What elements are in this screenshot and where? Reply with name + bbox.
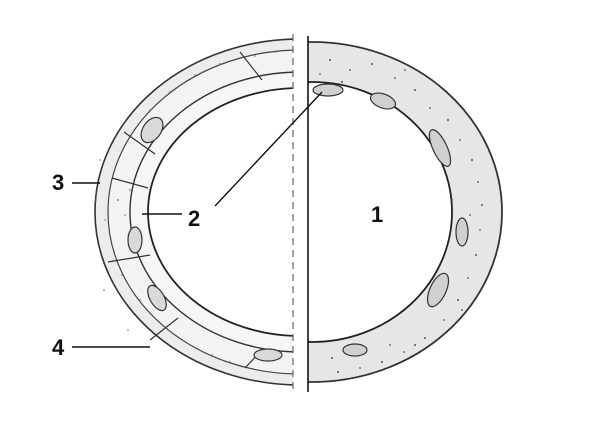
label-nucleus: 2	[188, 206, 200, 231]
label-lumen: 1	[371, 202, 383, 227]
center-divider	[293, 34, 308, 392]
nucleus	[254, 349, 282, 361]
nucleus	[456, 218, 468, 246]
nucleus	[313, 84, 343, 96]
label-outer-layer: 3	[52, 170, 64, 195]
nucleus	[128, 227, 142, 253]
nucleus	[343, 344, 367, 356]
label-cell-membrane: 4	[52, 335, 65, 360]
